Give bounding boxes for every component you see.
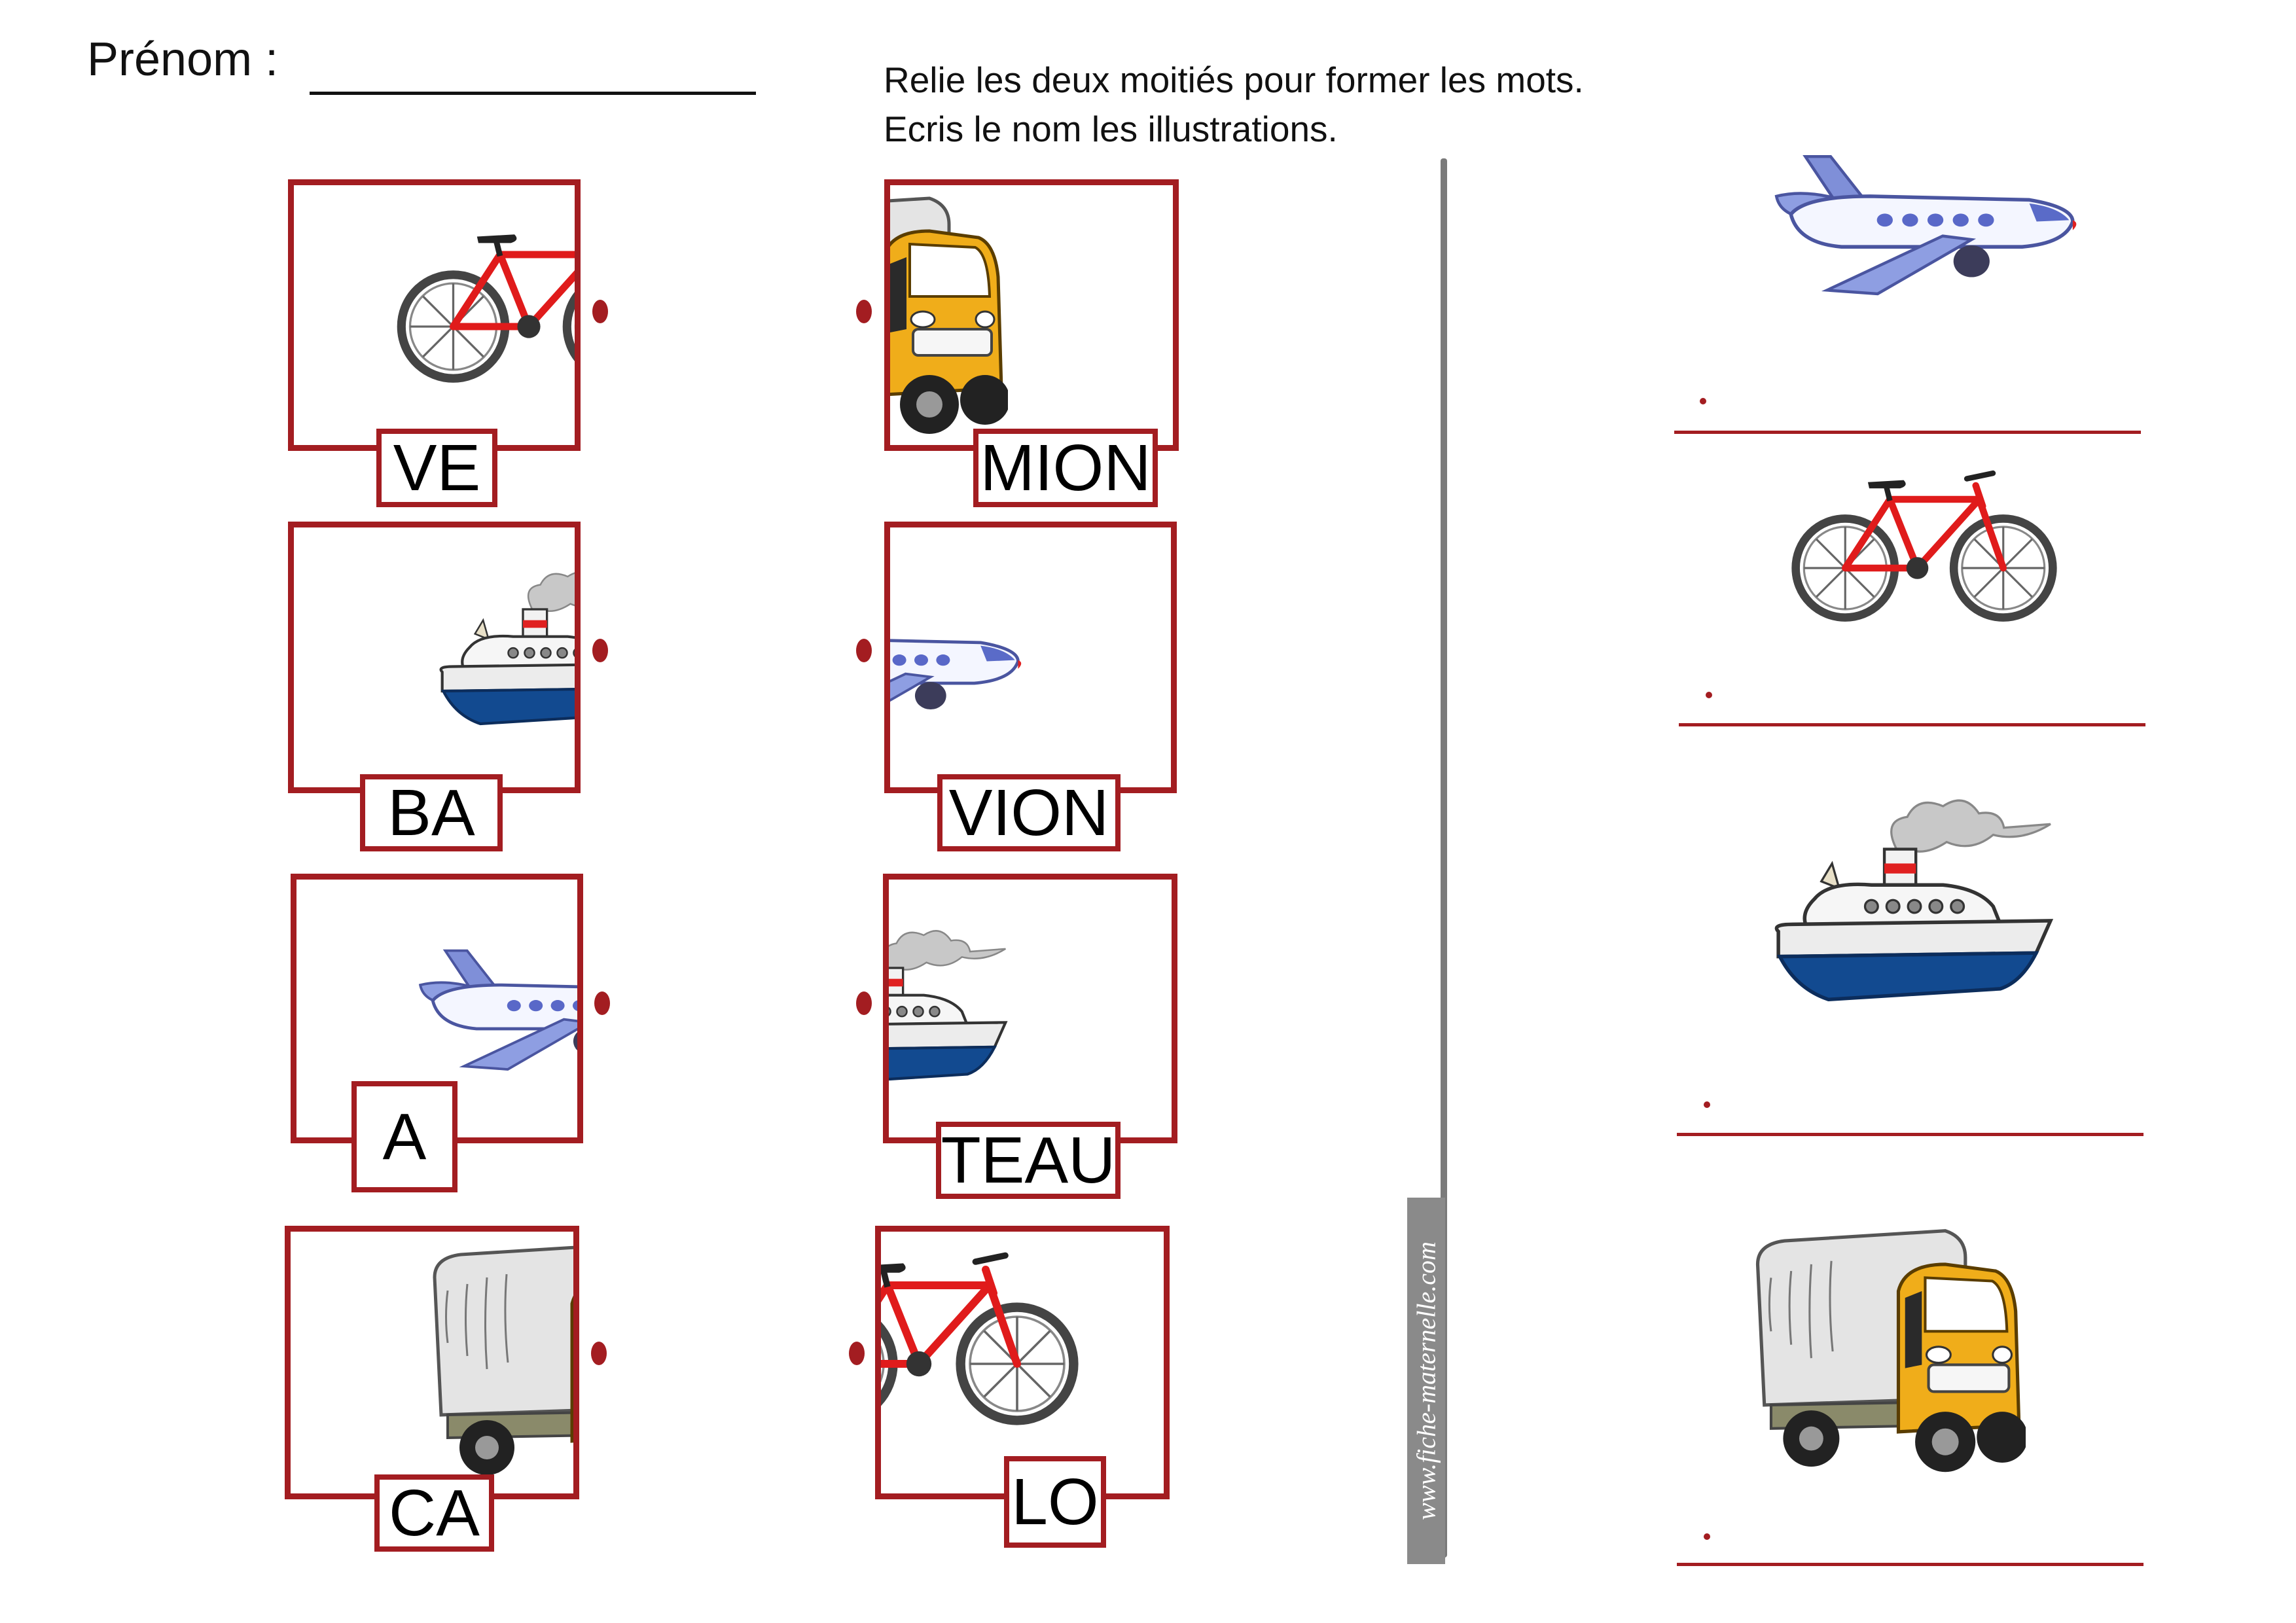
- watermark-text: www.fiche-maternelle.com: [1411, 1241, 1441, 1520]
- airplane-half-image: [408, 925, 583, 1076]
- truck-image: [1744, 1224, 2026, 1479]
- truck-half-image: [884, 192, 1008, 440]
- bicycle-half-image: [875, 1238, 1084, 1427]
- left-card-bike: [288, 179, 581, 451]
- answer-line-boat[interactable]: [1677, 1133, 2144, 1136]
- instruction-line-1: Relie les deux moitiés pour former les m…: [884, 60, 1584, 100]
- answer-line-bicycle[interactable]: [1679, 723, 2145, 726]
- left-card-truck: [285, 1226, 579, 1499]
- connect-dot-left-1[interactable]: [592, 300, 608, 323]
- boat-image: [1764, 792, 2065, 1035]
- syllable-lo: LO: [1004, 1456, 1106, 1548]
- prenom-write-line[interactable]: [310, 92, 756, 95]
- boat-half-image: [883, 906, 1016, 1128]
- watermark: www.fiche-maternelle.com: [1407, 1198, 1445, 1564]
- syllable-ve: VE: [376, 429, 497, 507]
- bicycle-half-image: [392, 211, 581, 384]
- connect-dot-middle-2[interactable]: [856, 639, 872, 662]
- syllable-teau: TEAU: [936, 1122, 1121, 1199]
- bicycle-image: [1787, 458, 2062, 623]
- syllable-vion: VION: [937, 774, 1121, 851]
- answer-marker-3: [1704, 1101, 1710, 1108]
- middle-card-boat: [883, 874, 1177, 1143]
- answer-line-airplane[interactable]: [1674, 431, 2141, 434]
- answer-marker-1: [1700, 398, 1706, 404]
- connect-dot-left-3[interactable]: [594, 991, 610, 1015]
- connect-dot-left-4[interactable]: [591, 1342, 607, 1365]
- connect-dot-middle-4[interactable]: [849, 1342, 865, 1365]
- instruction-line-2: Ecris le nom les illustrations.: [884, 109, 1338, 149]
- middle-card-plane: [884, 522, 1177, 793]
- syllable-mion: MION: [973, 429, 1158, 507]
- left-card-boat: [288, 522, 581, 793]
- syllable-ba: BA: [360, 774, 503, 851]
- connect-dot-middle-1[interactable]: [856, 300, 872, 323]
- middle-card-truck: [884, 179, 1179, 451]
- boat-half-image: [431, 547, 581, 770]
- syllable-a: A: [351, 1081, 457, 1192]
- answer-line-truck[interactable]: [1677, 1563, 2144, 1566]
- airplane-half-image: [884, 580, 1024, 730]
- connect-dot-middle-3[interactable]: [856, 991, 872, 1015]
- prenom-label: Prénom :: [87, 33, 279, 86]
- truck-half-image: [422, 1238, 579, 1487]
- airplane-image: [1761, 128, 2081, 301]
- vertical-separator: [1441, 158, 1447, 1558]
- syllable-ca: CA: [374, 1474, 494, 1552]
- answer-marker-4: [1704, 1533, 1710, 1540]
- answer-marker-2: [1706, 692, 1712, 698]
- connect-dot-left-2[interactable]: [592, 639, 608, 662]
